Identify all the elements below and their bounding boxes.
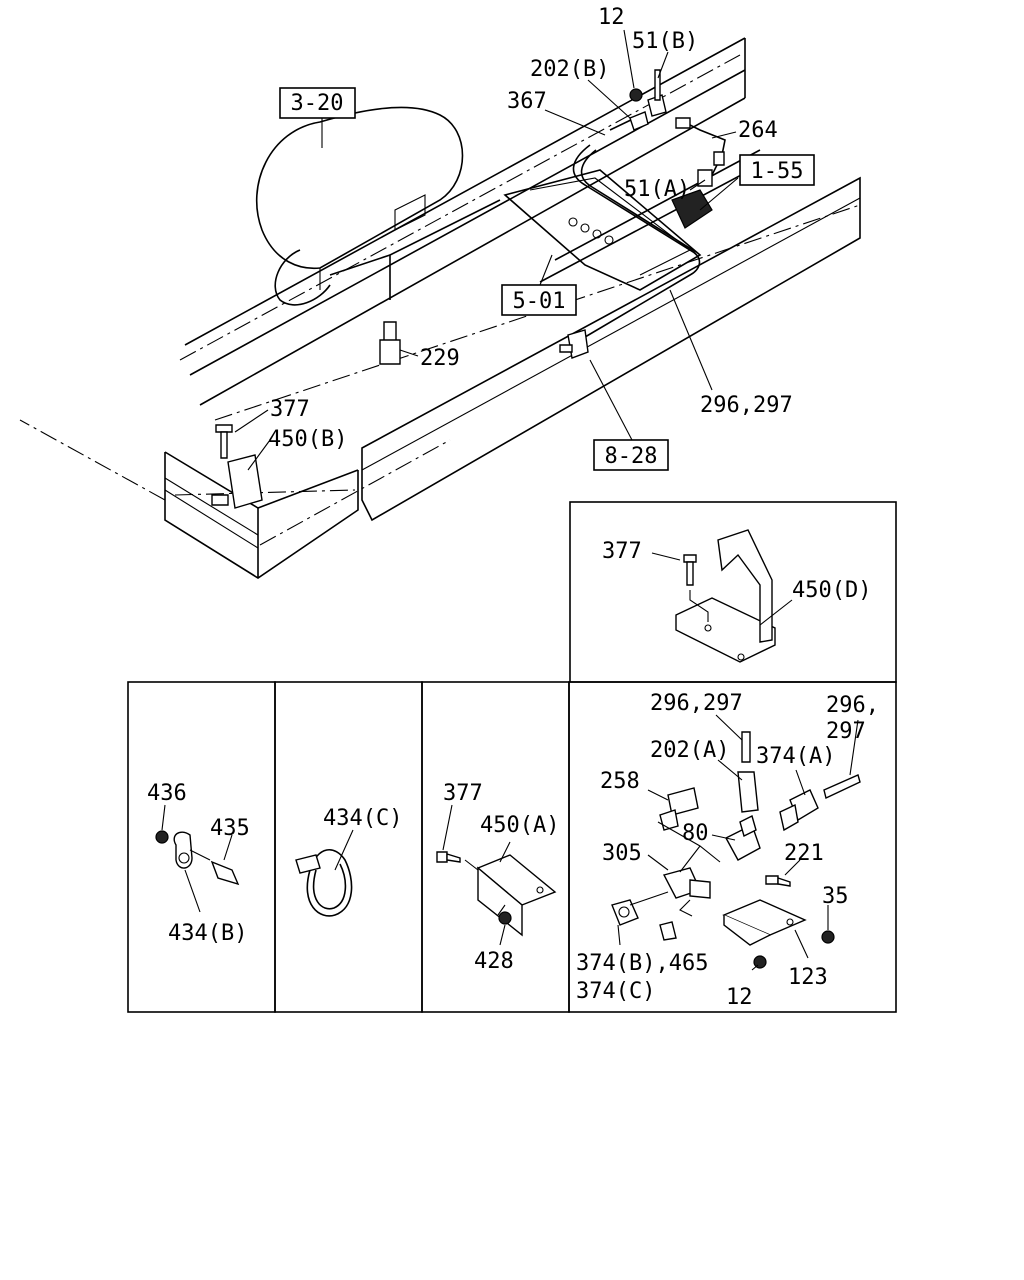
chassis-frame-drawing — [19, 37, 861, 579]
label-450b: 450(B) — [268, 427, 347, 452]
fittings-leaders — [617, 714, 859, 971]
panel-fittings — [568, 681, 897, 1013]
label-297-line: 297 — [826, 719, 866, 744]
label-12-top: 12 — [598, 5, 625, 30]
label-436: 436 — [147, 781, 187, 806]
ref-box-8-28: 8-28 — [593, 439, 669, 471]
label-450a: 450(A) — [480, 813, 559, 838]
label-305: 305 — [602, 841, 642, 866]
top-labels: 12 51(B) 202(B) 367 264 51(A) 229 296,29… — [268, 5, 793, 452]
ref-3-20-label: 3-20 — [291, 91, 344, 116]
ref-1-55-label: 1-55 — [751, 159, 804, 184]
label-123: 123 — [788, 965, 828, 990]
label-296-line: 296, — [826, 693, 879, 718]
bracket-450a-drawing — [436, 851, 557, 937]
panel-b-leaders — [161, 804, 233, 913]
label-229: 229 — [420, 346, 460, 371]
top-leaders — [234, 29, 739, 471]
label-374a: 374(A) — [756, 744, 835, 769]
label-428: 428 — [474, 949, 514, 974]
label-377-top: 377 — [270, 397, 310, 422]
label-296-297-top: 296,297 — [700, 393, 793, 418]
ref-5-01-label: 5-01 — [513, 289, 566, 314]
panel-a-leaders — [442, 804, 511, 946]
label-202a: 202(A) — [650, 738, 729, 763]
ref-box-3-20: 3-20 — [279, 87, 356, 119]
label-450d: 450(D) — [792, 578, 871, 603]
label-51b: 51(B) — [632, 29, 698, 54]
ref-box-1-55: 1-55 — [739, 154, 815, 186]
ref-box-5-01: 5-01 — [501, 284, 577, 316]
label-377-panel-a: 377 — [443, 781, 483, 806]
tie-434c-drawing — [295, 849, 353, 917]
label-367: 367 — [507, 89, 547, 114]
ref-8-28-label: 8-28 — [605, 444, 658, 469]
panel-clip-434b — [127, 681, 276, 1013]
panel-c-leader — [334, 829, 354, 871]
label-374b-465: 374(B),465 — [576, 951, 708, 976]
fittings-drawing — [611, 731, 861, 969]
label-80: 80 — [682, 821, 709, 846]
label-434c: 434(C) — [323, 806, 402, 831]
clip-434b-drawing — [155, 830, 240, 886]
label-374c: 374(C) — [576, 979, 655, 1004]
label-258: 258 — [600, 769, 640, 794]
label-221: 221 — [784, 841, 824, 866]
label-435: 435 — [210, 816, 250, 841]
fuel-tank-drawing — [255, 106, 464, 306]
inset-d-leaders — [651, 552, 793, 626]
label-12-fit: 12 — [726, 985, 753, 1010]
bracket-450d-drawing — [675, 529, 776, 663]
label-264: 264 — [738, 118, 778, 143]
label-434b: 434(B) — [168, 921, 247, 946]
label-202b: 202(B) — [530, 57, 609, 82]
label-51a: 51(A) — [624, 177, 690, 202]
label-35: 35 — [822, 884, 849, 909]
panel-tie-434c — [274, 681, 423, 1013]
label-377-inset: 377 — [602, 539, 642, 564]
label-296-297-fit: 296,297 — [650, 691, 743, 716]
